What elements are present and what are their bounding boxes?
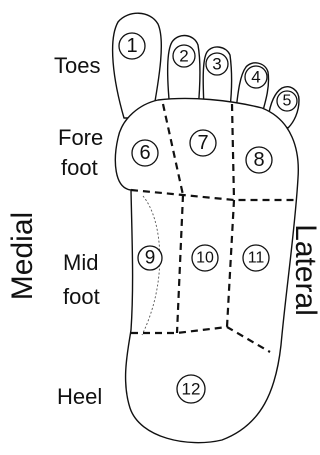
zone-5-marker: 5	[277, 91, 297, 111]
forefoot-label-line1: Fore	[58, 125, 103, 150]
zone-2-marker: 2	[173, 45, 195, 67]
midfoot-label-line1: Mid	[63, 250, 98, 275]
heel-label: Heel	[57, 384, 102, 409]
zone-3-number: 3	[212, 55, 221, 74]
zone-1-marker: 1	[119, 33, 145, 59]
zone-10-number: 10	[196, 250, 214, 267]
zone-5-number: 5	[283, 93, 292, 110]
forefoot-label-line2: foot	[61, 155, 98, 180]
zone-12-marker: 12	[177, 375, 205, 403]
zone-10-marker: 10	[192, 245, 218, 271]
zone-8-number: 8	[253, 149, 264, 171]
zone-8-marker: 8	[246, 147, 272, 173]
zone-4-marker: 4	[245, 66, 267, 88]
zone-1-number: 1	[126, 35, 137, 57]
zone-11-number: 11	[248, 250, 265, 267]
medial-label: Medial	[6, 212, 39, 300]
zone-7-marker: 7	[190, 130, 216, 156]
midfoot-label-line2: foot	[63, 284, 100, 309]
region-labels: Toes Fore foot Mid foot Heel	[54, 53, 103, 409]
zone-3-marker: 3	[206, 53, 228, 75]
zone-12-number: 12	[182, 380, 201, 399]
zone-2-number: 2	[179, 47, 188, 66]
zone-7-number: 7	[197, 132, 208, 154]
zone-6-marker: 6	[132, 140, 158, 166]
zone-4-number: 4	[251, 68, 260, 87]
toes-label: Toes	[54, 53, 100, 78]
zone-6-number: 6	[139, 142, 150, 164]
zone-9-number: 9	[145, 248, 156, 269]
zone-9-marker: 9	[138, 246, 162, 270]
zone-11-marker: 11	[243, 245, 269, 271]
lateral-label: Lateral	[289, 224, 320, 316]
